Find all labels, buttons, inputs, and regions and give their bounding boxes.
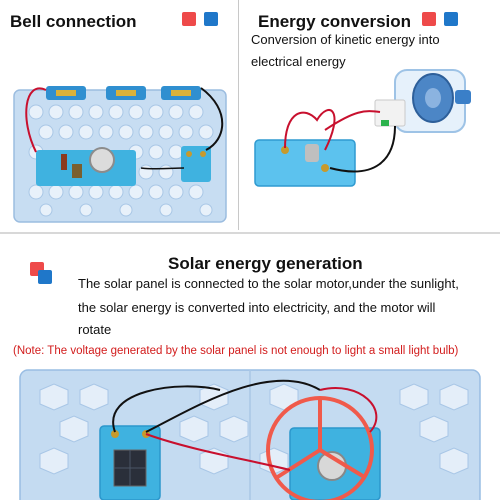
swatch-blue — [444, 12, 458, 26]
solar-line1: The solar panel is connected to the sola… — [78, 276, 459, 291]
horizontal-divider — [0, 232, 500, 234]
swatch-red — [182, 12, 196, 26]
battery-holder — [46, 86, 201, 100]
solar-circuit-photo — [19, 369, 481, 500]
solar-line2: the solar energy is converted into elect… — [78, 300, 436, 315]
generator-crank — [374, 69, 471, 133]
solar-note: (Note: The voltage generated by the sola… — [13, 345, 459, 357]
solar-title: Solar energy generation — [168, 254, 363, 273]
propeller — [266, 396, 374, 500]
energy-desc-line2: electrical energy — [251, 54, 346, 69]
solar-line3: rotate — [78, 322, 112, 337]
switch-module — [181, 146, 211, 182]
swatch-blue — [204, 12, 218, 26]
energy-circuit-photo — [254, 69, 471, 187]
energy-base-module — [254, 139, 356, 187]
bell-circuit-photo — [13, 86, 227, 223]
vertical-divider — [238, 0, 239, 230]
energy-title: Energy conversion — [258, 12, 412, 31]
swatch-red — [422, 12, 436, 26]
swatch-blue — [38, 270, 52, 284]
energy-desc-line1: Conversion of kinetic energy into — [251, 32, 440, 47]
bell-module — [36, 150, 136, 186]
bell-title: Bell connection — [10, 12, 137, 31]
